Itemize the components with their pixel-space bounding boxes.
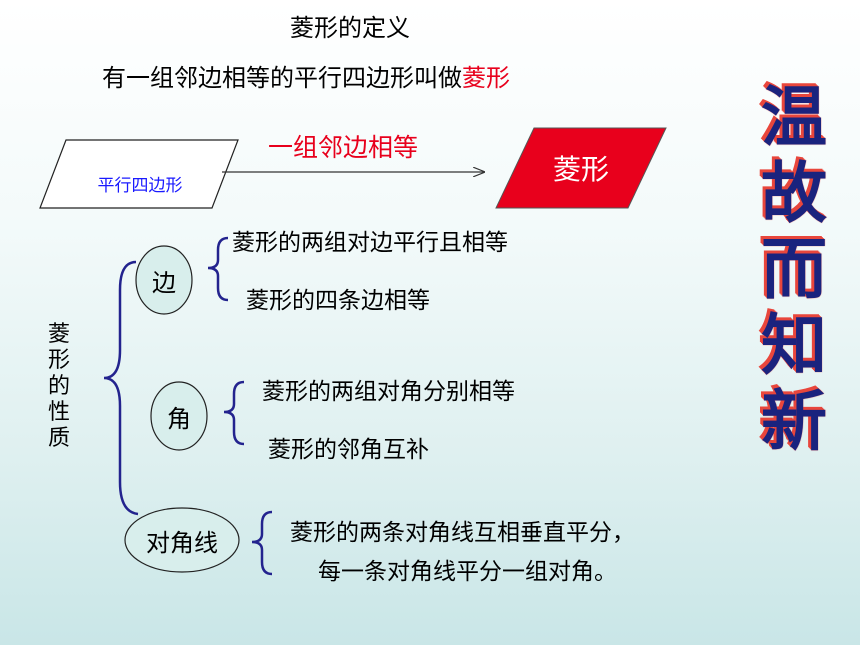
angle-property-1: 菱形的两组对角分别相等: [262, 379, 515, 405]
oval-side: [135, 245, 193, 315]
parallelogram-label: 平行四边形: [97, 175, 183, 196]
definition-highlight: 菱形: [462, 64, 510, 92]
slogan-vertical-art-text: 温 故 而 知 新: [752, 80, 836, 460]
vertical-char: 菱: [47, 322, 70, 347]
slogan-char: 知: [761, 307, 827, 384]
rhombus-shape: [495, 127, 667, 209]
main-brace: [103, 260, 139, 516]
page-title: 菱形的定义: [290, 14, 410, 42]
parallelogram-shape: [39, 139, 239, 209]
diagonal-brace: [251, 510, 273, 576]
arrow-condition-label: 一组邻边相等: [268, 133, 419, 162]
rhombus-label: 菱形: [552, 153, 609, 186]
slogan-char: 温: [761, 79, 827, 156]
diagonal-property-1: 菱形的两条对角线互相垂直平分，: [290, 520, 635, 546]
diagonal-property-2: 每一条对角线平分一组对角。: [318, 559, 617, 585]
oval-diagonal: [124, 507, 240, 573]
definition-sentence: 有一组邻边相等的平行四边形叫做菱形: [102, 58, 510, 93]
definition-text: 有一组邻边相等的平行四边形叫做: [102, 64, 462, 92]
angle-label: 角: [167, 404, 191, 433]
vertical-char: 形: [47, 348, 70, 373]
vertical-char: 质: [47, 426, 70, 451]
slogan-char: 故: [761, 155, 827, 232]
angle-property-2: 菱形的邻角互补: [268, 437, 429, 463]
slogan-char: 新: [761, 383, 827, 460]
vertical-char: 的: [47, 374, 70, 399]
properties-vertical-label: 菱 形 的 性 质: [44, 322, 74, 452]
side-property-2: 菱形的四条边相等: [246, 288, 430, 314]
side-label: 边: [152, 268, 176, 297]
slogan-char: 而: [761, 231, 827, 308]
angle-brace: [223, 380, 245, 446]
oval-angle: [150, 381, 208, 451]
side-property-1: 菱形的两组对边平行且相等: [232, 230, 508, 256]
vertical-char: 性: [47, 400, 70, 425]
diagonal-label: 对角线: [146, 528, 218, 557]
side-brace: [207, 236, 229, 302]
